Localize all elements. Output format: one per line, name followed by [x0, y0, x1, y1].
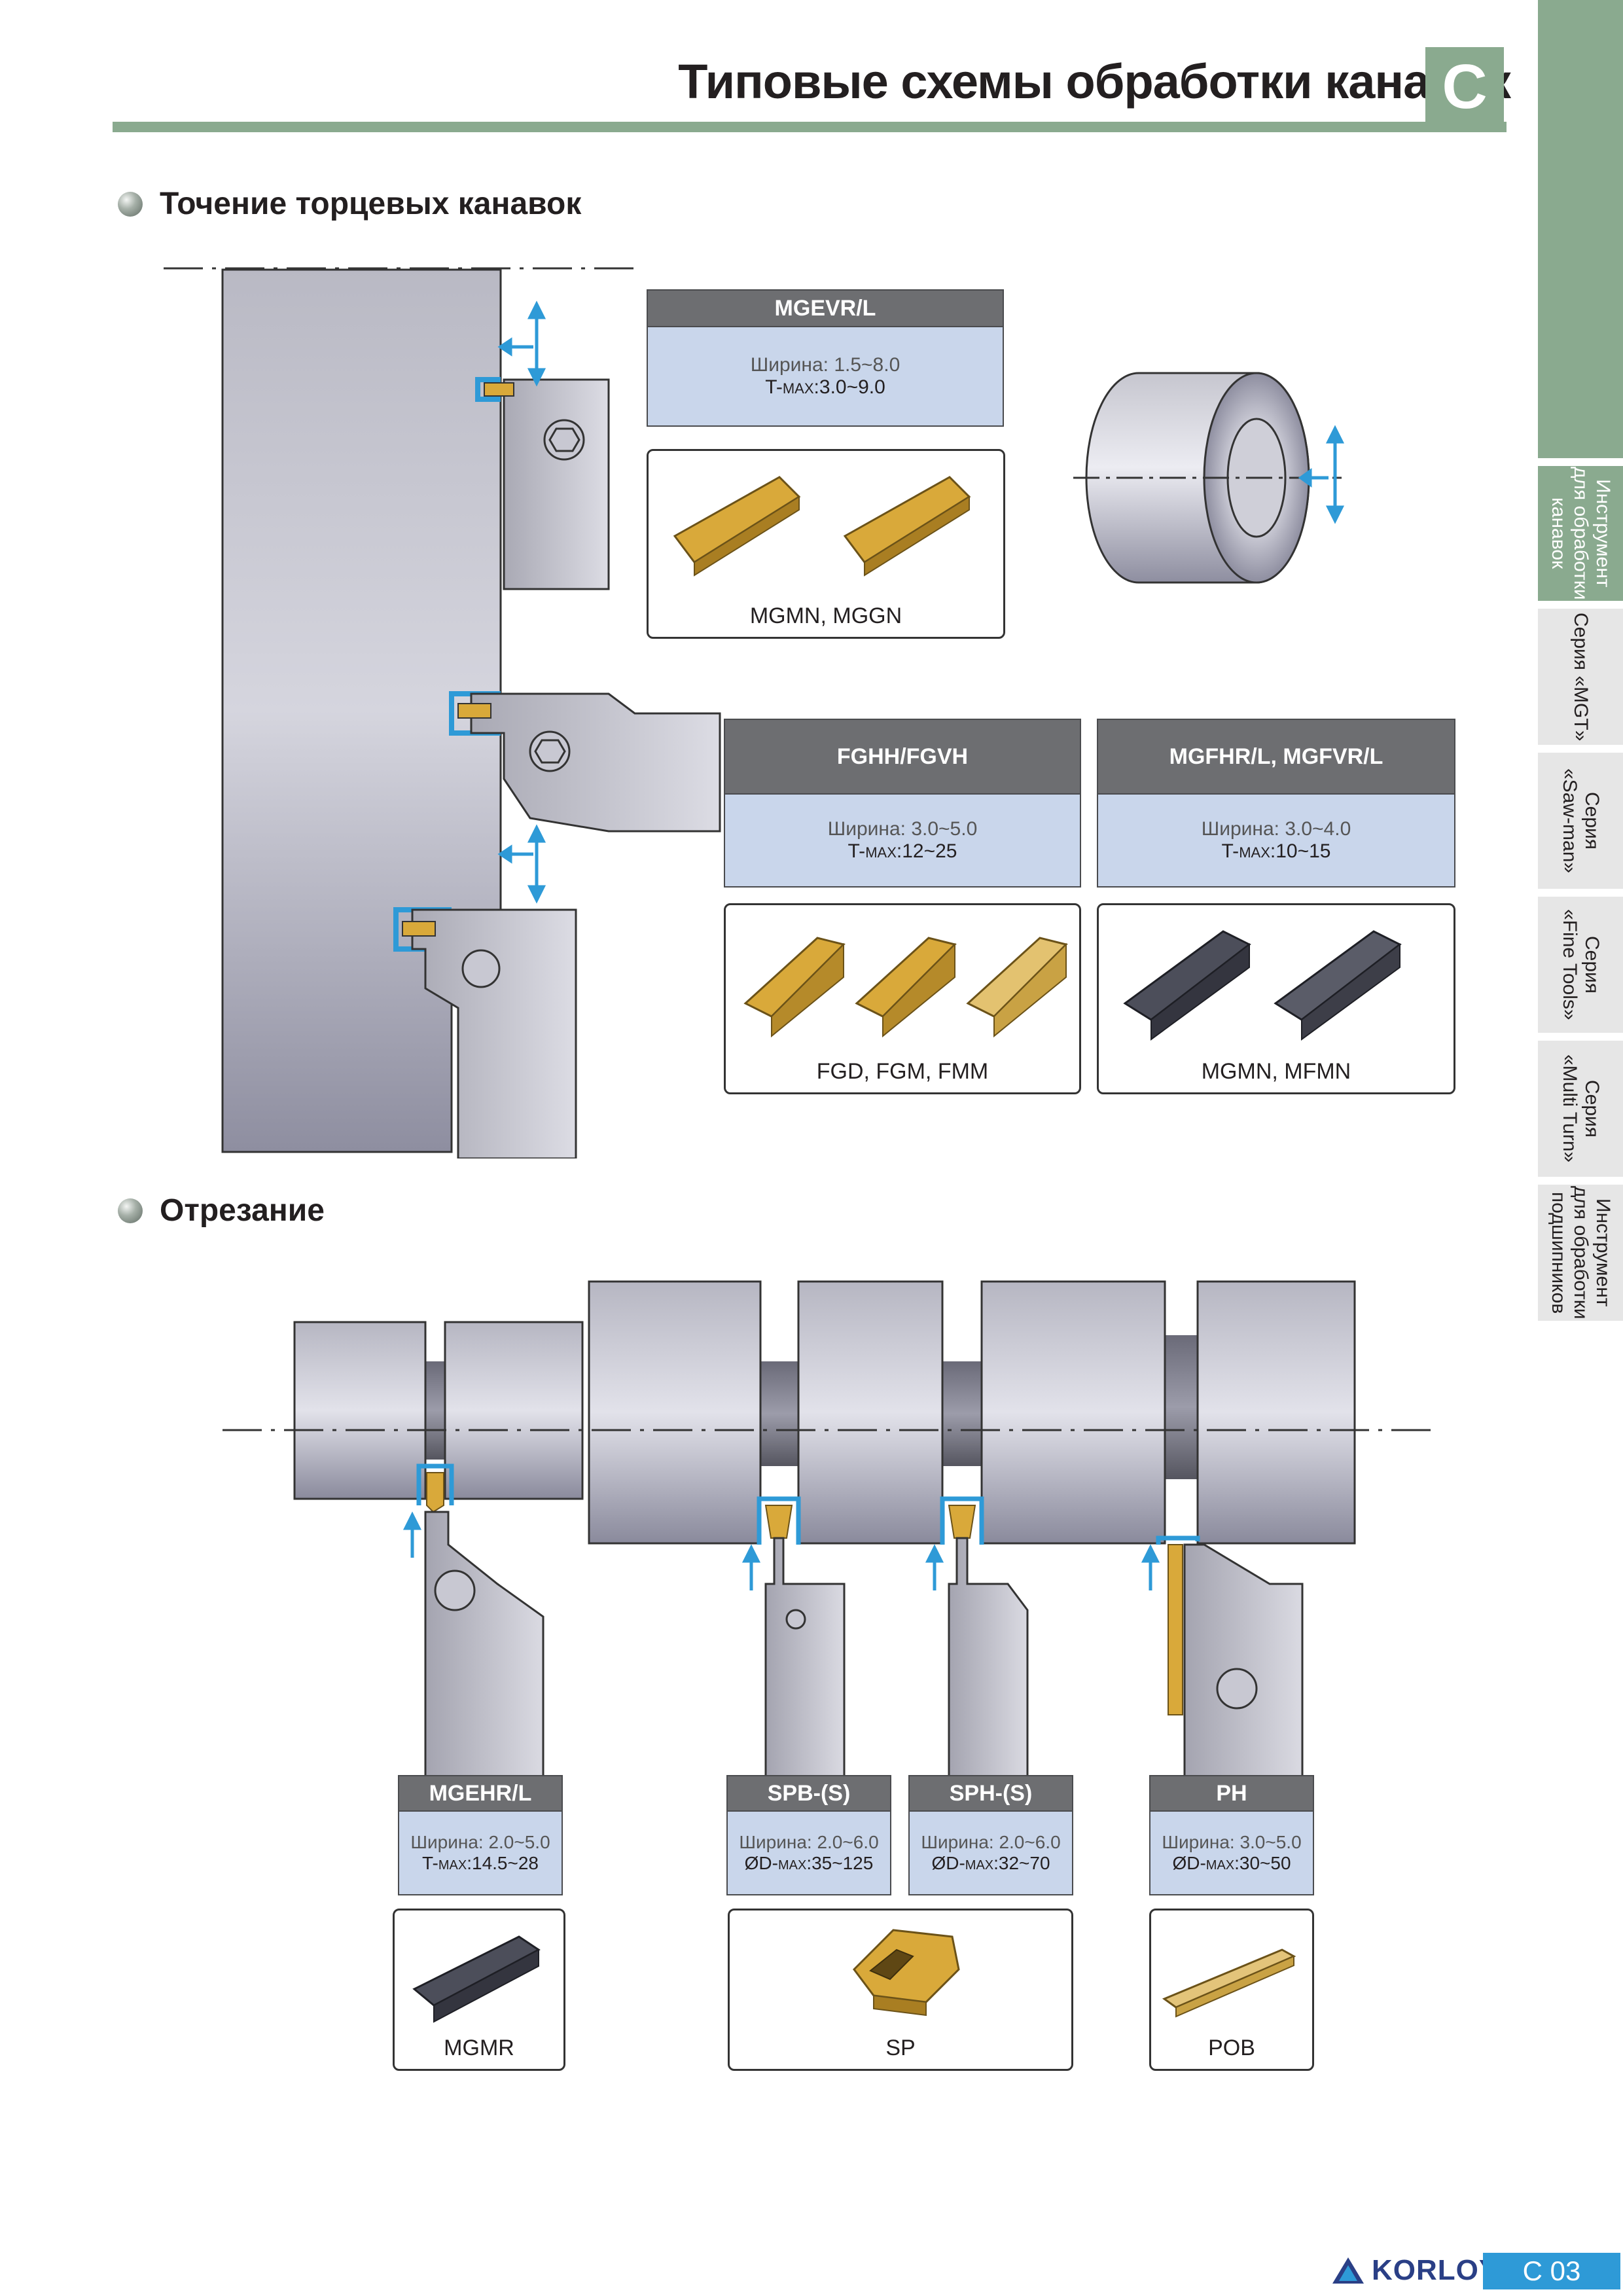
insert-illustration [1123, 930, 1402, 1041]
spec-tmax: T-MAX:14.5~28 [422, 1853, 539, 1874]
spec-width: Ширина: 2.0~6.0 [921, 1832, 1061, 1852]
spec-body-mgfhr: Ширина: 3.0~4.0 T-MAX:10~15 [1097, 795, 1455, 888]
side-tab-label: Серия «Multi Turn» [1559, 1054, 1603, 1163]
spec-dmax-value: :32~70 [993, 1853, 1050, 1873]
spec-tmax-small: MAX [865, 844, 897, 861]
side-tab-grooving-tools[interactable]: Инструмент для обработки канавок [1538, 466, 1623, 601]
insert-illustration [673, 476, 971, 577]
spec-tmax-prefix: T- [847, 840, 866, 862]
spec-width: Ширина: 2.0~6.0 [739, 1832, 879, 1852]
insert-caption: SP [885, 2036, 916, 2060]
insert-box-mgfhr: MGMN, MFMN [1097, 903, 1455, 1094]
spec-width: Ширина: 3.0~5.0 [1162, 1832, 1302, 1852]
insert-box-mgmr: MGMR [393, 1909, 565, 2071]
page-number: C 03 [1483, 2253, 1620, 2289]
spec-tmax: T-MAX:10~15 [1222, 840, 1331, 863]
spec-width: Ширина: 1.5~8.0 [750, 354, 901, 376]
spec-header-mgehr: MGEHR/L [398, 1775, 563, 1812]
side-tab-label: Серия «Saw-man» [1559, 768, 1603, 874]
side-tab-mgt-series[interactable]: Серия «MGT» [1538, 609, 1623, 745]
bullet-icon [118, 191, 143, 217]
insert-caption: FGD, FGM, FMM [816, 1059, 989, 1084]
side-tab-label: Серия «MGT» [1570, 612, 1592, 742]
side-tab-multi-turn-series[interactable]: Серия «Multi Turn» [1538, 1041, 1623, 1177]
spec-header-sph: SPH-(S) [908, 1775, 1073, 1812]
spec-dmax-small: MAX [777, 1858, 807, 1873]
side-tab-label: Инструмент для обработки канавок [1548, 467, 1614, 600]
ring-workpiece-illustration [1073, 372, 1345, 584]
spec-body-sph: Ширина: 2.0~6.0 ØD-MAX:32~70 [908, 1812, 1073, 1895]
spec-header-ph: PH [1149, 1775, 1314, 1812]
insert-box-mgevr: MGMN, MGGN [647, 449, 1005, 639]
section-letter-badge: C [1425, 47, 1504, 127]
spec-tmax-small: MAX [1239, 844, 1270, 861]
spec-width: Ширина: 2.0~5.0 [410, 1832, 550, 1852]
insert-caption: POB [1208, 2036, 1255, 2060]
section-heading-parting: Отрезание [118, 1193, 325, 1229]
spec-dmax-small: MAX [965, 1858, 994, 1873]
insert-box-pob: POB [1149, 1909, 1314, 2071]
spec-dmax-small: MAX [1205, 1858, 1235, 1873]
insert-illustration [853, 1929, 960, 2017]
insert-caption: MGMN, MFMN [1201, 1059, 1351, 1084]
spec-tmax-prefix: T- [765, 376, 783, 398]
spec-dmax-value: :35~125 [806, 1853, 874, 1873]
spec-dmax: ØD-MAX:32~70 [931, 1853, 1050, 1874]
side-tab-sawman-series[interactable]: Серия «Saw-man» [1538, 753, 1623, 889]
spec-tmax-value: :3.0~9.0 [813, 376, 885, 398]
spec-body-ph: Ширина: 3.0~5.0 ØD-MAX:30~50 [1149, 1812, 1314, 1895]
side-tab-label: Серия «Fine Tools» [1559, 909, 1603, 1020]
insert-box-sp: SP [728, 1909, 1073, 2071]
footer-logo: KORLOY [1331, 2254, 1499, 2287]
face-grooving-illustration [164, 267, 721, 1158]
spec-dmax-prefix: ØD- [1172, 1853, 1206, 1873]
spec-tmax-small: MAX [438, 1858, 467, 1873]
spec-width: Ширина: 3.0~5.0 [827, 818, 978, 840]
side-tab-fine-tools-series[interactable]: Серия «Fine Tools» [1538, 897, 1623, 1033]
spec-body-fghh: Ширина: 3.0~5.0 T-MAX:12~25 [724, 795, 1081, 888]
insert-caption: MGMR [444, 2036, 514, 2060]
spec-tmax: T-MAX:12~25 [848, 840, 957, 863]
section-heading-text: Отрезание [160, 1193, 325, 1228]
page-title: Типовые схемы обработки канавок [678, 54, 1511, 109]
korloy-logo-icon [1332, 2257, 1364, 2284]
spec-dmax-prefix: ØD- [931, 1853, 965, 1873]
spec-body-mgevr: Ширина: 1.5~8.0 T-MAX:3.0~9.0 [647, 327, 1004, 427]
spec-tmax-value: :10~15 [1270, 840, 1331, 862]
spec-body-mgehr: Ширина: 2.0~5.0 T-MAX:14.5~28 [398, 1812, 563, 1895]
spec-tmax-value: :12~25 [896, 840, 957, 862]
parting-illustration [223, 1280, 1440, 1780]
section-heading-text: Точение торцевых канавок [160, 187, 582, 221]
spec-header-spb: SPB-(S) [726, 1775, 891, 1812]
insert-illustration [743, 937, 1068, 1038]
spec-dmax-prefix: ØD- [744, 1853, 778, 1873]
brand-name: KORLOY [1372, 2254, 1499, 2286]
spec-dmax: ØD-MAX:35~125 [745, 1853, 874, 1874]
spec-width: Ширина: 3.0~4.0 [1201, 818, 1351, 840]
spec-tmax-value: :14.5~28 [467, 1853, 539, 1873]
header-rule [113, 122, 1507, 132]
insert-box-fghh: FGD, FGM, FMM [724, 903, 1081, 1094]
spec-dmax-value: :30~50 [1234, 1853, 1291, 1873]
insert-illustration [1162, 1948, 1296, 2018]
section-heading-face-grooving: Точение торцевых канавок [118, 186, 581, 222]
spec-body-spb: Ширина: 2.0~6.0 ØD-MAX:35~125 [726, 1812, 891, 1895]
spec-header-mgevr: MGEVR/L [647, 289, 1004, 327]
spec-tmax-small: MAX [782, 380, 814, 397]
bullet-icon [118, 1198, 143, 1223]
insert-caption: MGMN, MGGN [749, 603, 902, 628]
spec-header-mgfhr: MGFHR/L, MGFVR/L [1097, 719, 1455, 795]
spec-tmax-prefix: T- [1221, 840, 1240, 862]
spec-tmax: T-MAX:3.0~9.0 [765, 376, 885, 399]
spec-tmax-prefix: T- [421, 1853, 438, 1873]
spec-dmax: ØD-MAX:30~50 [1172, 1853, 1291, 1874]
side-strip [1538, 0, 1623, 458]
side-tab-bearing-tools[interactable]: Инструмент для обработки подшипников [1538, 1185, 1623, 1321]
insert-illustration [412, 1935, 541, 2023]
spec-header-fghh: FGHH/FGVH [724, 719, 1081, 795]
side-tab-label: Инструмент для обработки подшипников [1548, 1186, 1614, 1319]
